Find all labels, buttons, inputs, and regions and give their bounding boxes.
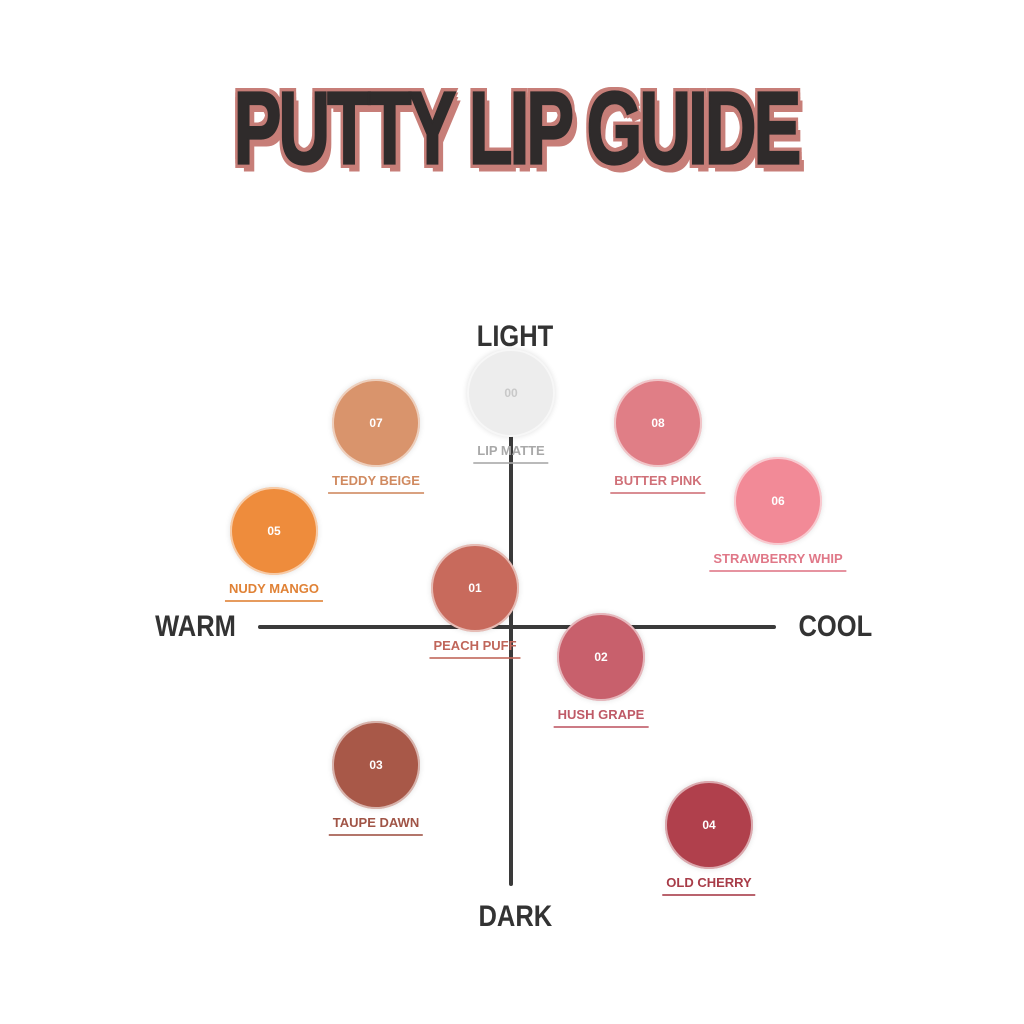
shade-swatch: 00 (467, 349, 555, 437)
shade-swatch: 07 (332, 379, 420, 467)
title-banner: PUTTY LIP GUIDE (196, 70, 836, 188)
shade-number: 02 (594, 650, 608, 664)
shade-name: TEDDY BEIGE (328, 473, 424, 494)
shade-number: 01 (468, 581, 482, 595)
shade-name: NUDY MANGO (224, 581, 324, 602)
shade-name: OLD CHERRY (662, 875, 757, 896)
shade-swatch: 05 (230, 487, 318, 575)
axis-label-warm: WARM (155, 610, 236, 643)
axis-label-cool: COOL (798, 610, 873, 643)
shade-number: 00 (504, 386, 518, 400)
shade-number: 03 (369, 758, 383, 772)
shade-swatch: 01 (431, 544, 519, 632)
shade-swatch: 03 (332, 721, 420, 809)
shade-name: LIP MATTE (473, 443, 550, 464)
shade-name: BUTTER PINK (610, 473, 707, 494)
vertical-axis (509, 368, 513, 886)
page-title: PUTTY LIP GUIDE (233, 70, 802, 186)
shade-swatch: 04 (665, 781, 753, 869)
axis-label-dark: DARK (478, 900, 553, 933)
shade-name: HUSH GRAPE (553, 707, 649, 728)
shade-name: TAUPE DAWN (328, 815, 424, 836)
axis-label-light: LIGHT (476, 320, 554, 353)
shade-number: 05 (267, 524, 281, 538)
shade-number: 06 (771, 494, 785, 508)
shade-swatch: 08 (614, 379, 702, 467)
shade-swatch: 02 (557, 613, 645, 701)
shade-name: PEACH PUFF (429, 638, 521, 659)
shade-number: 04 (702, 818, 716, 832)
shade-number: 08 (651, 416, 665, 430)
shade-number: 07 (369, 416, 383, 430)
shade-swatch: 06 (734, 457, 822, 545)
shade-name: STRAWBERRY WHIP (709, 551, 847, 572)
horizontal-axis (258, 625, 776, 629)
